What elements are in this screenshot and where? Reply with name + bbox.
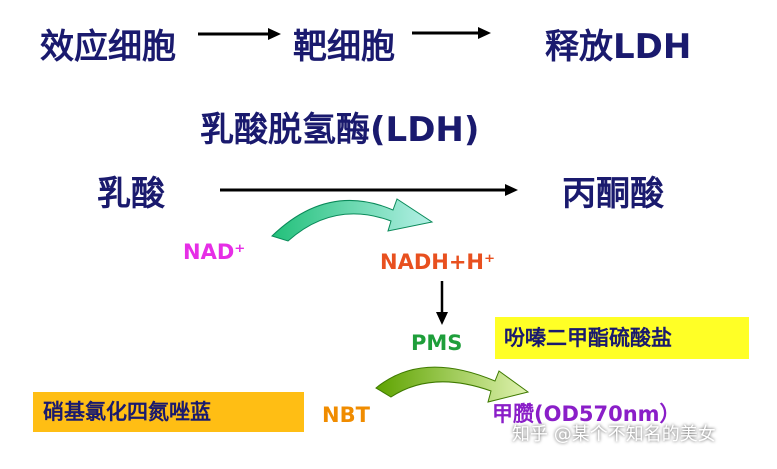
- nad-text: NAD⁺: [183, 240, 246, 264]
- pms-text: PMS: [411, 331, 463, 355]
- formazan-text: 甲臜(OD570nm）: [492, 402, 681, 426]
- nadh-text: NADH+H⁺: [380, 250, 496, 274]
- lactate-text: 乳酸: [97, 174, 165, 214]
- target-cell-text: 靶细胞: [293, 27, 395, 67]
- watermark-text: 知乎 @某个不知名的美女: [512, 424, 716, 445]
- nbt-name-box: 硝基氯化四氮唑蓝: [33, 392, 304, 432]
- arrow-target-to-release: [412, 27, 491, 39]
- effector-cell-text: 效应细胞: [40, 27, 176, 67]
- pms-name-text: 吩嗪二甲酯硫酸盐: [504, 326, 672, 350]
- arrow-lactate-to-pyruvate: [220, 184, 518, 196]
- release-ldh-text: 释放LDH: [545, 27, 692, 67]
- arrow-effector-to-target: [198, 28, 281, 40]
- pyruvate-text: 丙酮酸: [562, 174, 664, 214]
- enzyme-label: 乳酸脱氢酶(LDH): [200, 110, 480, 150]
- curved-arrow-nbt-formazan: [375, 366, 530, 403]
- pms-name-box: 吩嗪二甲酯硫酸盐: [495, 317, 749, 359]
- curved-arrow-nad-nadh: [271, 198, 434, 242]
- nbt-name-text: 硝基氯化四氮唑蓝: [43, 400, 211, 424]
- arrow-nadh-to-pms: [436, 281, 448, 325]
- nbt-text: NBT: [322, 403, 370, 427]
